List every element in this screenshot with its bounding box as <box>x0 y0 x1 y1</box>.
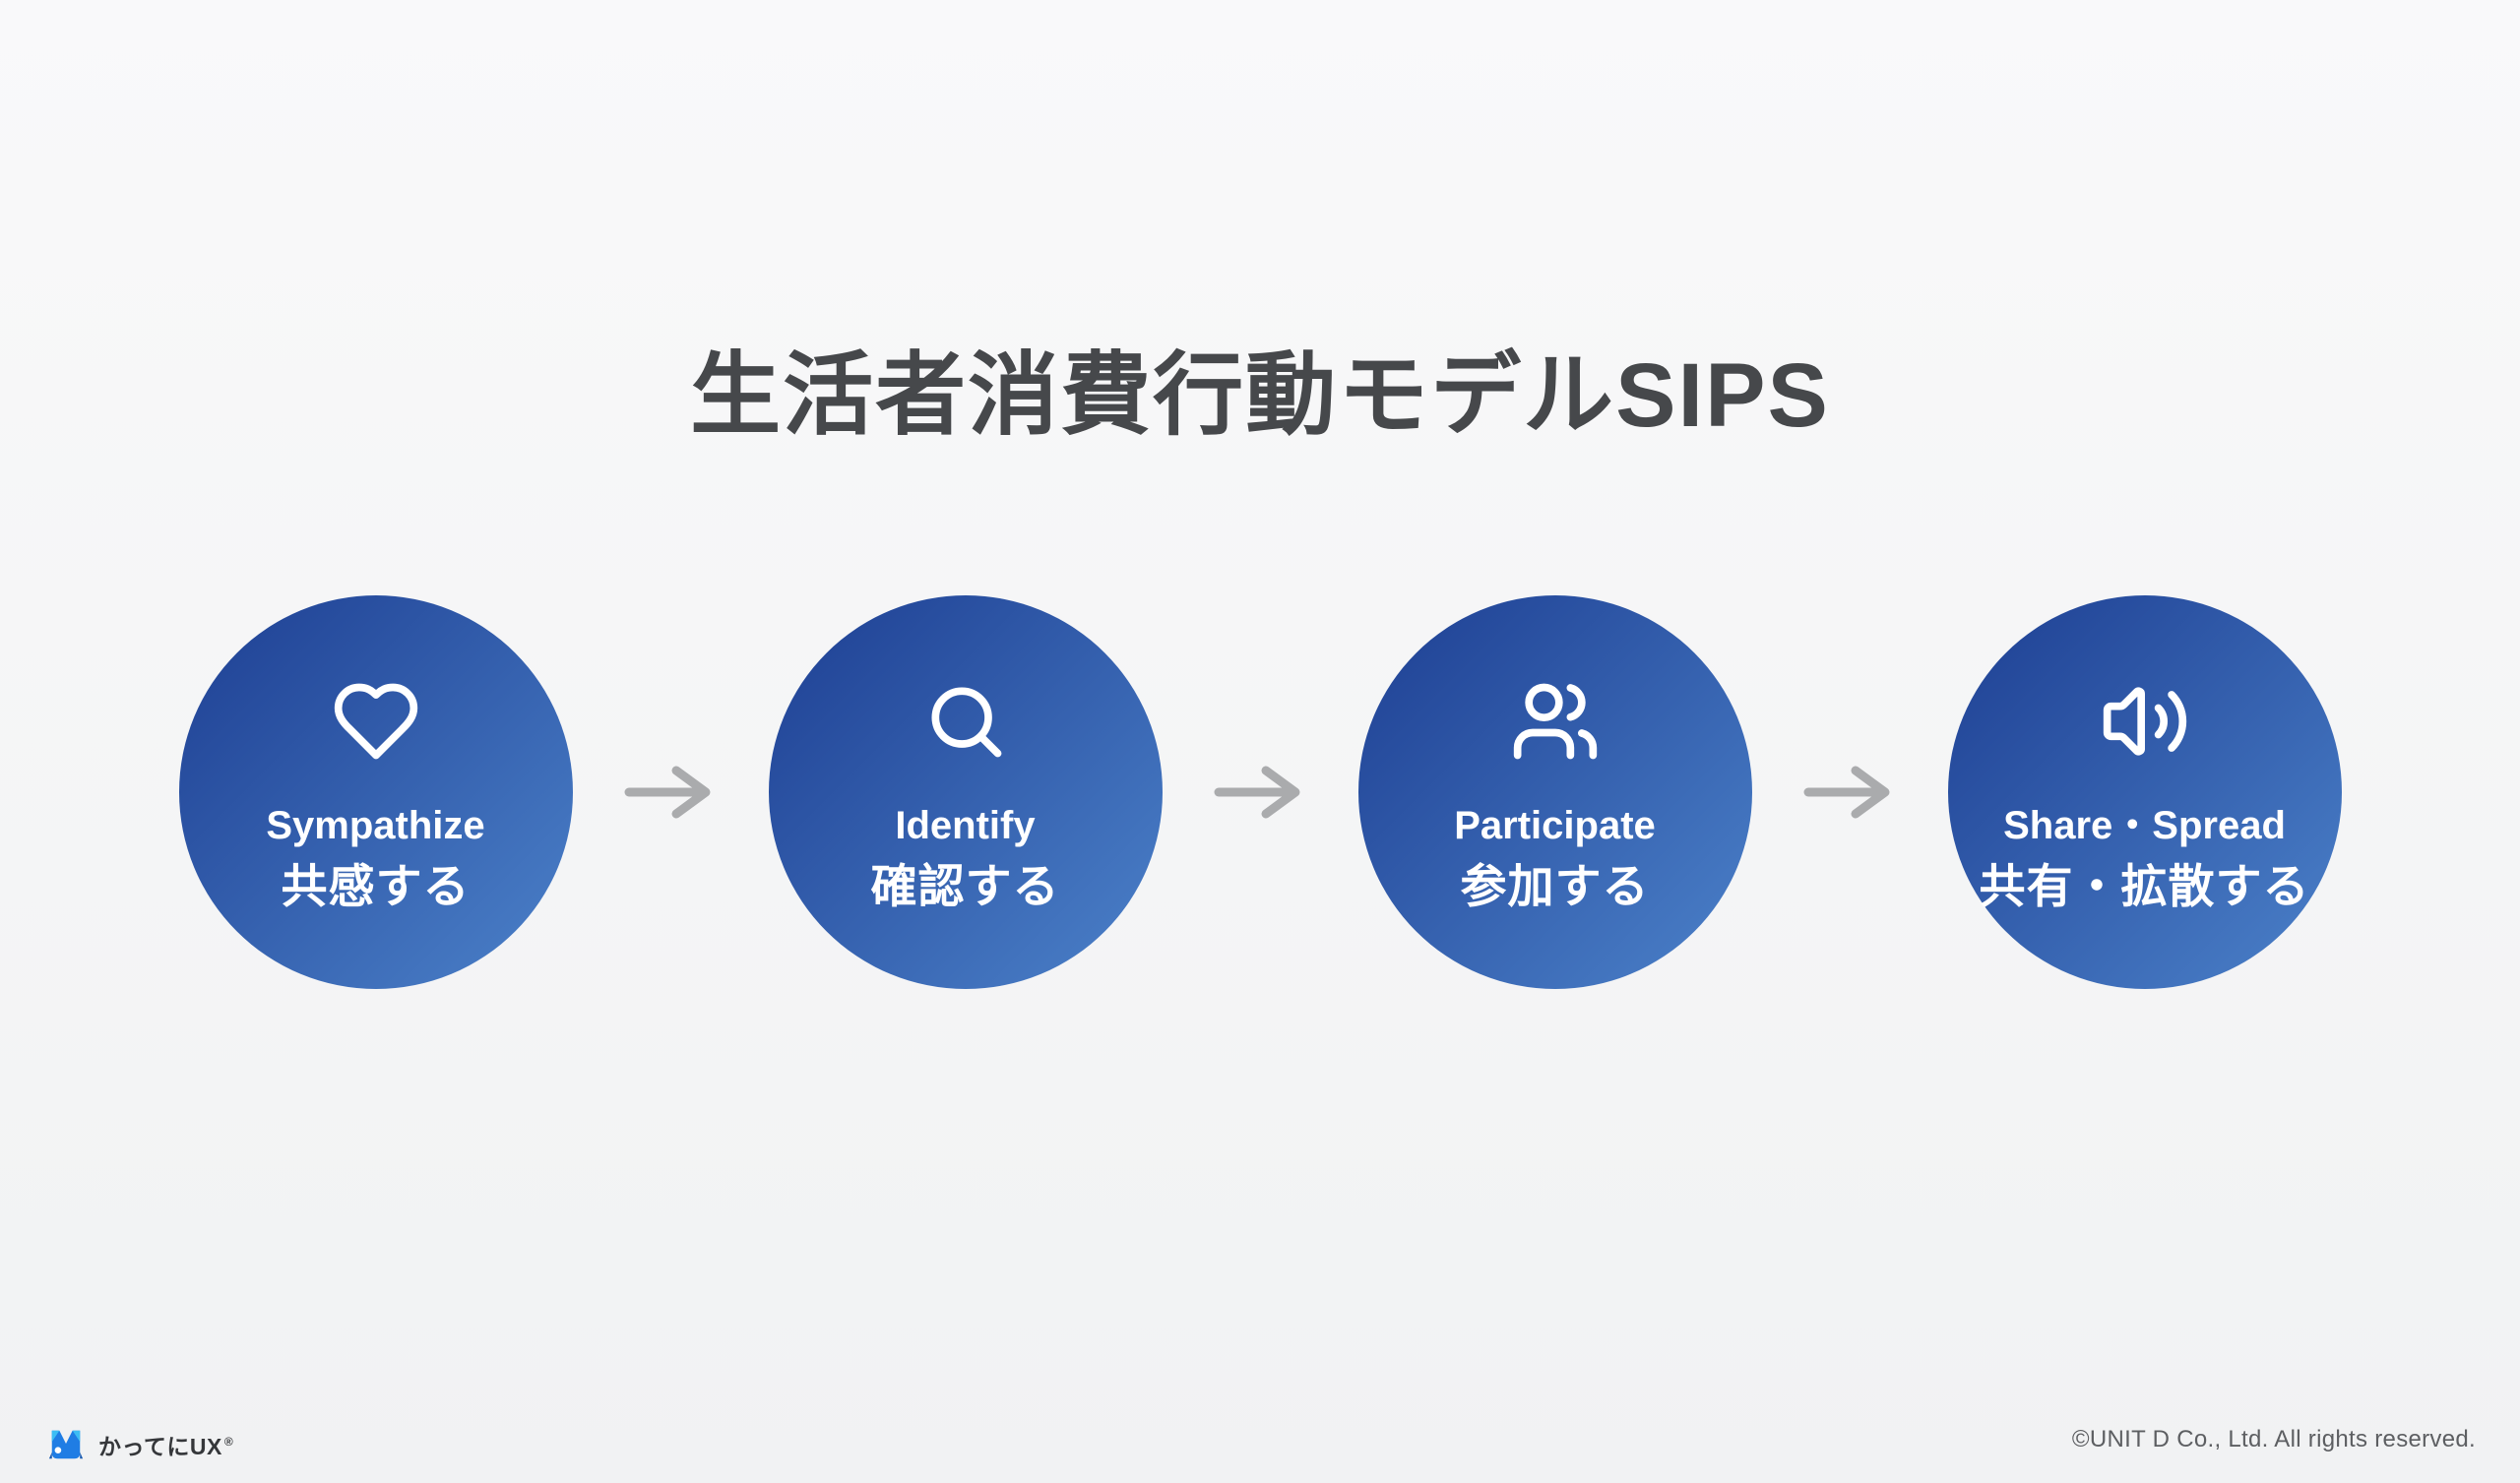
registered-mark: ® <box>223 1435 234 1450</box>
copyright-text: ©UNIT D Co., Ltd. All rights reserved. <box>2071 1426 2476 1452</box>
step-participate: Participate 参加する <box>1357 595 1752 989</box>
step-sympathize: Sympathize 共感する <box>178 595 573 989</box>
sips-flow-diagram: Sympathize 共感する Identify 確認する <box>0 595 2520 989</box>
page-title: 生活者消費行動モデルSIPS <box>690 345 1830 446</box>
brand-name: かってにUX® <box>98 1434 234 1459</box>
kattene-ux-logo-icon <box>48 1430 84 1459</box>
step-label-ja: 共有・拡散する <box>1979 860 2310 912</box>
arrow-right-icon <box>1163 595 1358 989</box>
arrow-right-icon <box>573 595 769 989</box>
step-share-spread: Share・Spread 共有・拡散する <box>1947 595 2342 989</box>
step-label-ja: 共感する <box>281 860 471 912</box>
arrow-right-icon <box>1752 595 1948 989</box>
users-icon <box>1510 676 1601 767</box>
speaker-icon <box>2100 676 2190 767</box>
step-label-ja: 確認する <box>870 860 1060 912</box>
step-label-en: Sympathize <box>266 804 485 847</box>
step-label-en: Share・Spread <box>2003 804 2286 847</box>
step-label-en: Participate <box>1454 804 1656 847</box>
search-icon <box>920 676 1011 767</box>
brand-logo-lockup: かってにUX® <box>47 1426 233 1463</box>
step-label-en: Identify <box>895 804 1036 847</box>
step-identify: Identify 確認する <box>768 595 1163 989</box>
heart-icon <box>331 676 421 767</box>
step-label-ja: 参加する <box>1460 860 1650 912</box>
